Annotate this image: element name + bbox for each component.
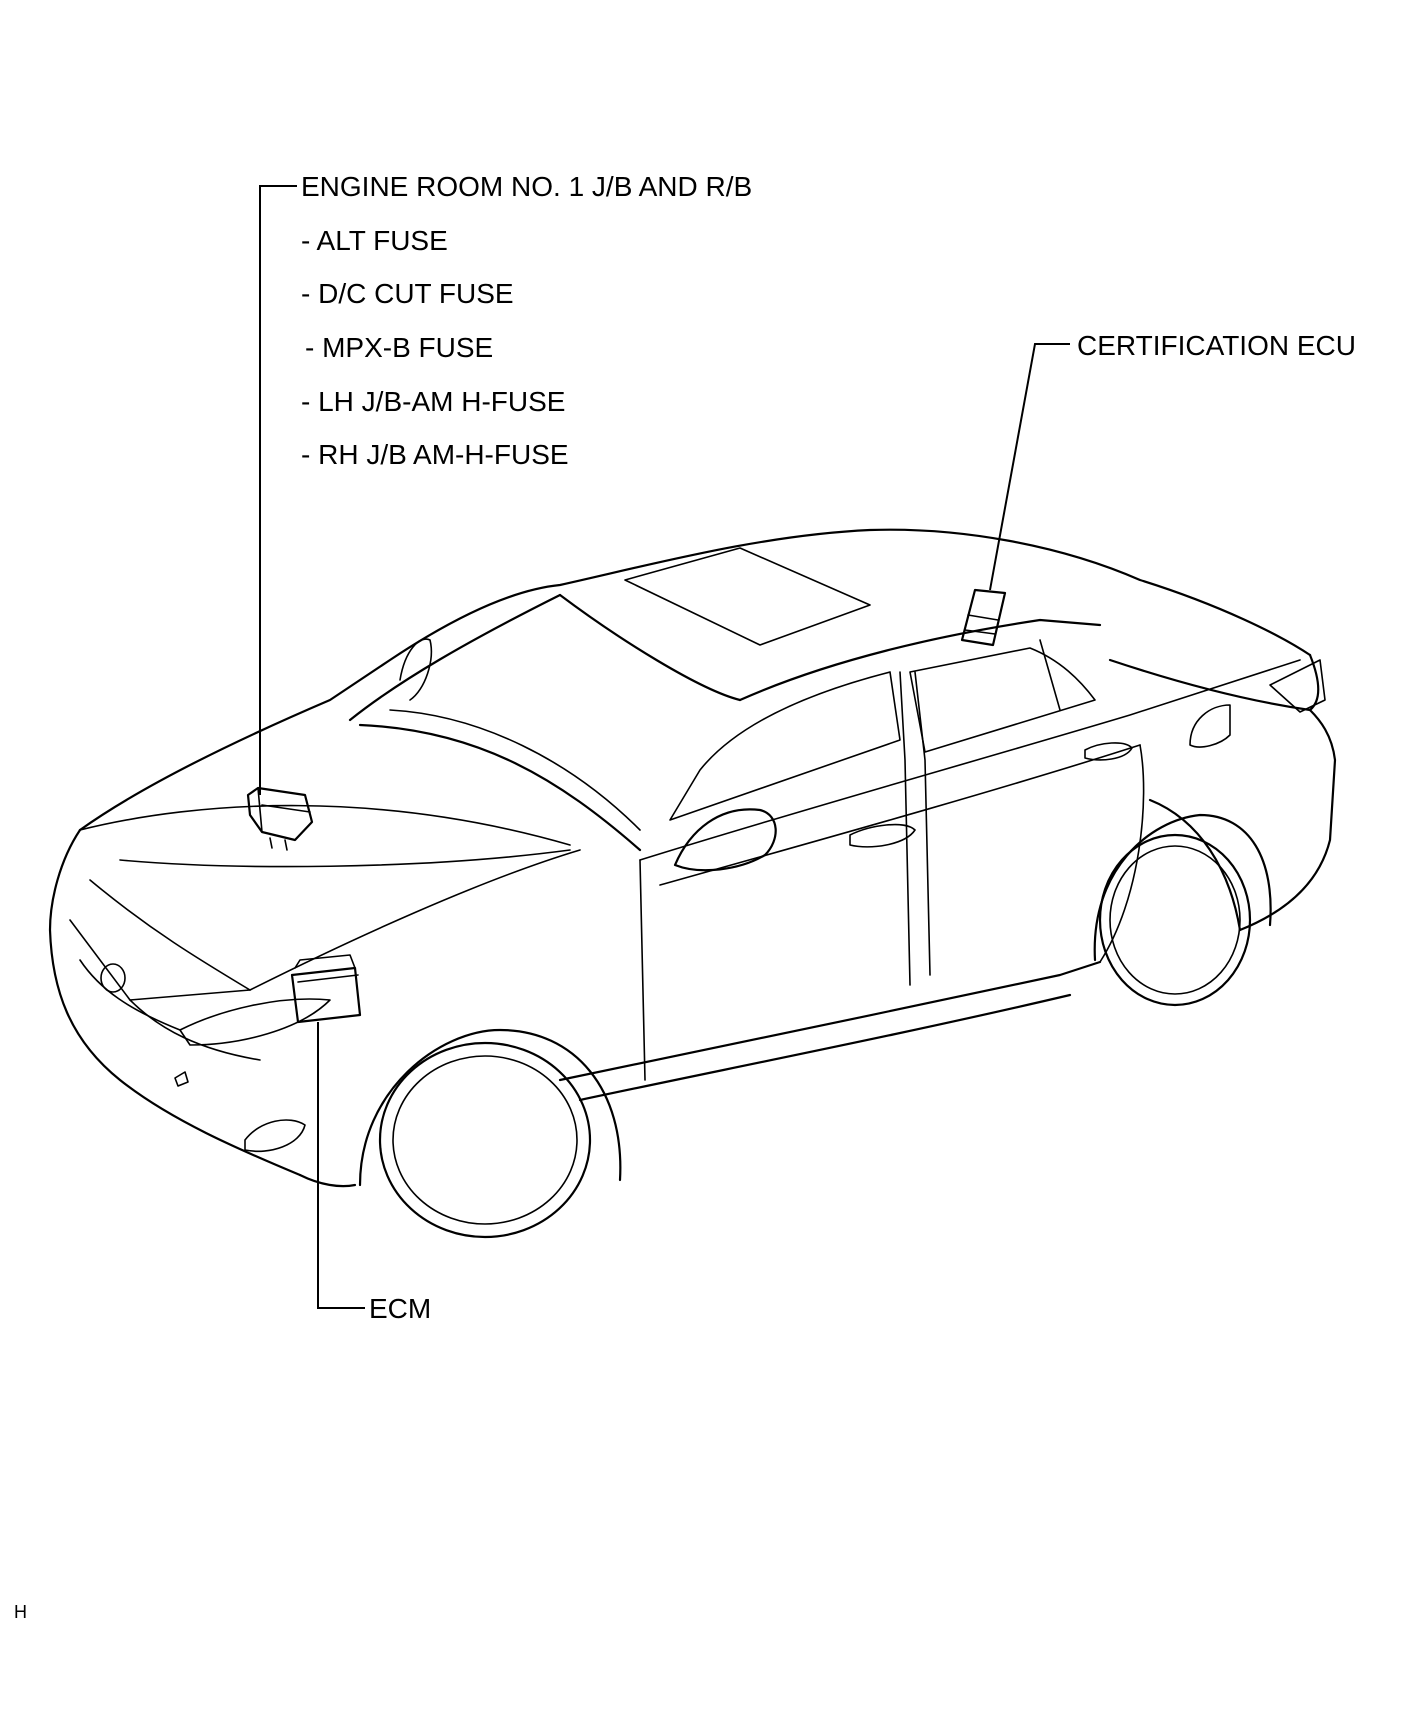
leader-engine-room-jb — [259, 185, 297, 795]
engine-room-jb-label: ENGINE ROOM NO. 1 J/B AND R/B — [301, 171, 753, 202]
mpx-b-fuse-label: - MPX-B FUSE — [305, 332, 494, 363]
engine-room-jb-component — [246, 786, 314, 851]
lh-jb-am-h-fuse-label: - LH J/B-AM H-FUSE — [301, 386, 566, 417]
alt-fuse-label: - ALT FUSE — [301, 225, 448, 256]
rh-jb-am-h-fuse-label: - RH J/B AM-H-FUSE — [301, 439, 569, 470]
leader-lines — [259, 185, 1070, 1309]
figure-reference-code: H — [14, 1602, 27, 1622]
front-fascia — [69, 919, 331, 1152]
leader-ecm — [317, 1022, 365, 1309]
car-body — [48, 528, 1337, 1188]
ecm-component — [290, 954, 362, 1024]
front-wheel — [358, 1028, 622, 1239]
dc-cut-fuse-label: - D/C CUT FUSE — [301, 278, 514, 309]
ecm-label: ECM — [369, 1293, 432, 1324]
certification-ecu-label: CERTIFICATION ECU — [1077, 330, 1356, 361]
certification-ecu-component — [960, 588, 1007, 647]
leader-certification-ecu — [989, 343, 1070, 591]
rear-wheel — [1093, 813, 1272, 1007]
